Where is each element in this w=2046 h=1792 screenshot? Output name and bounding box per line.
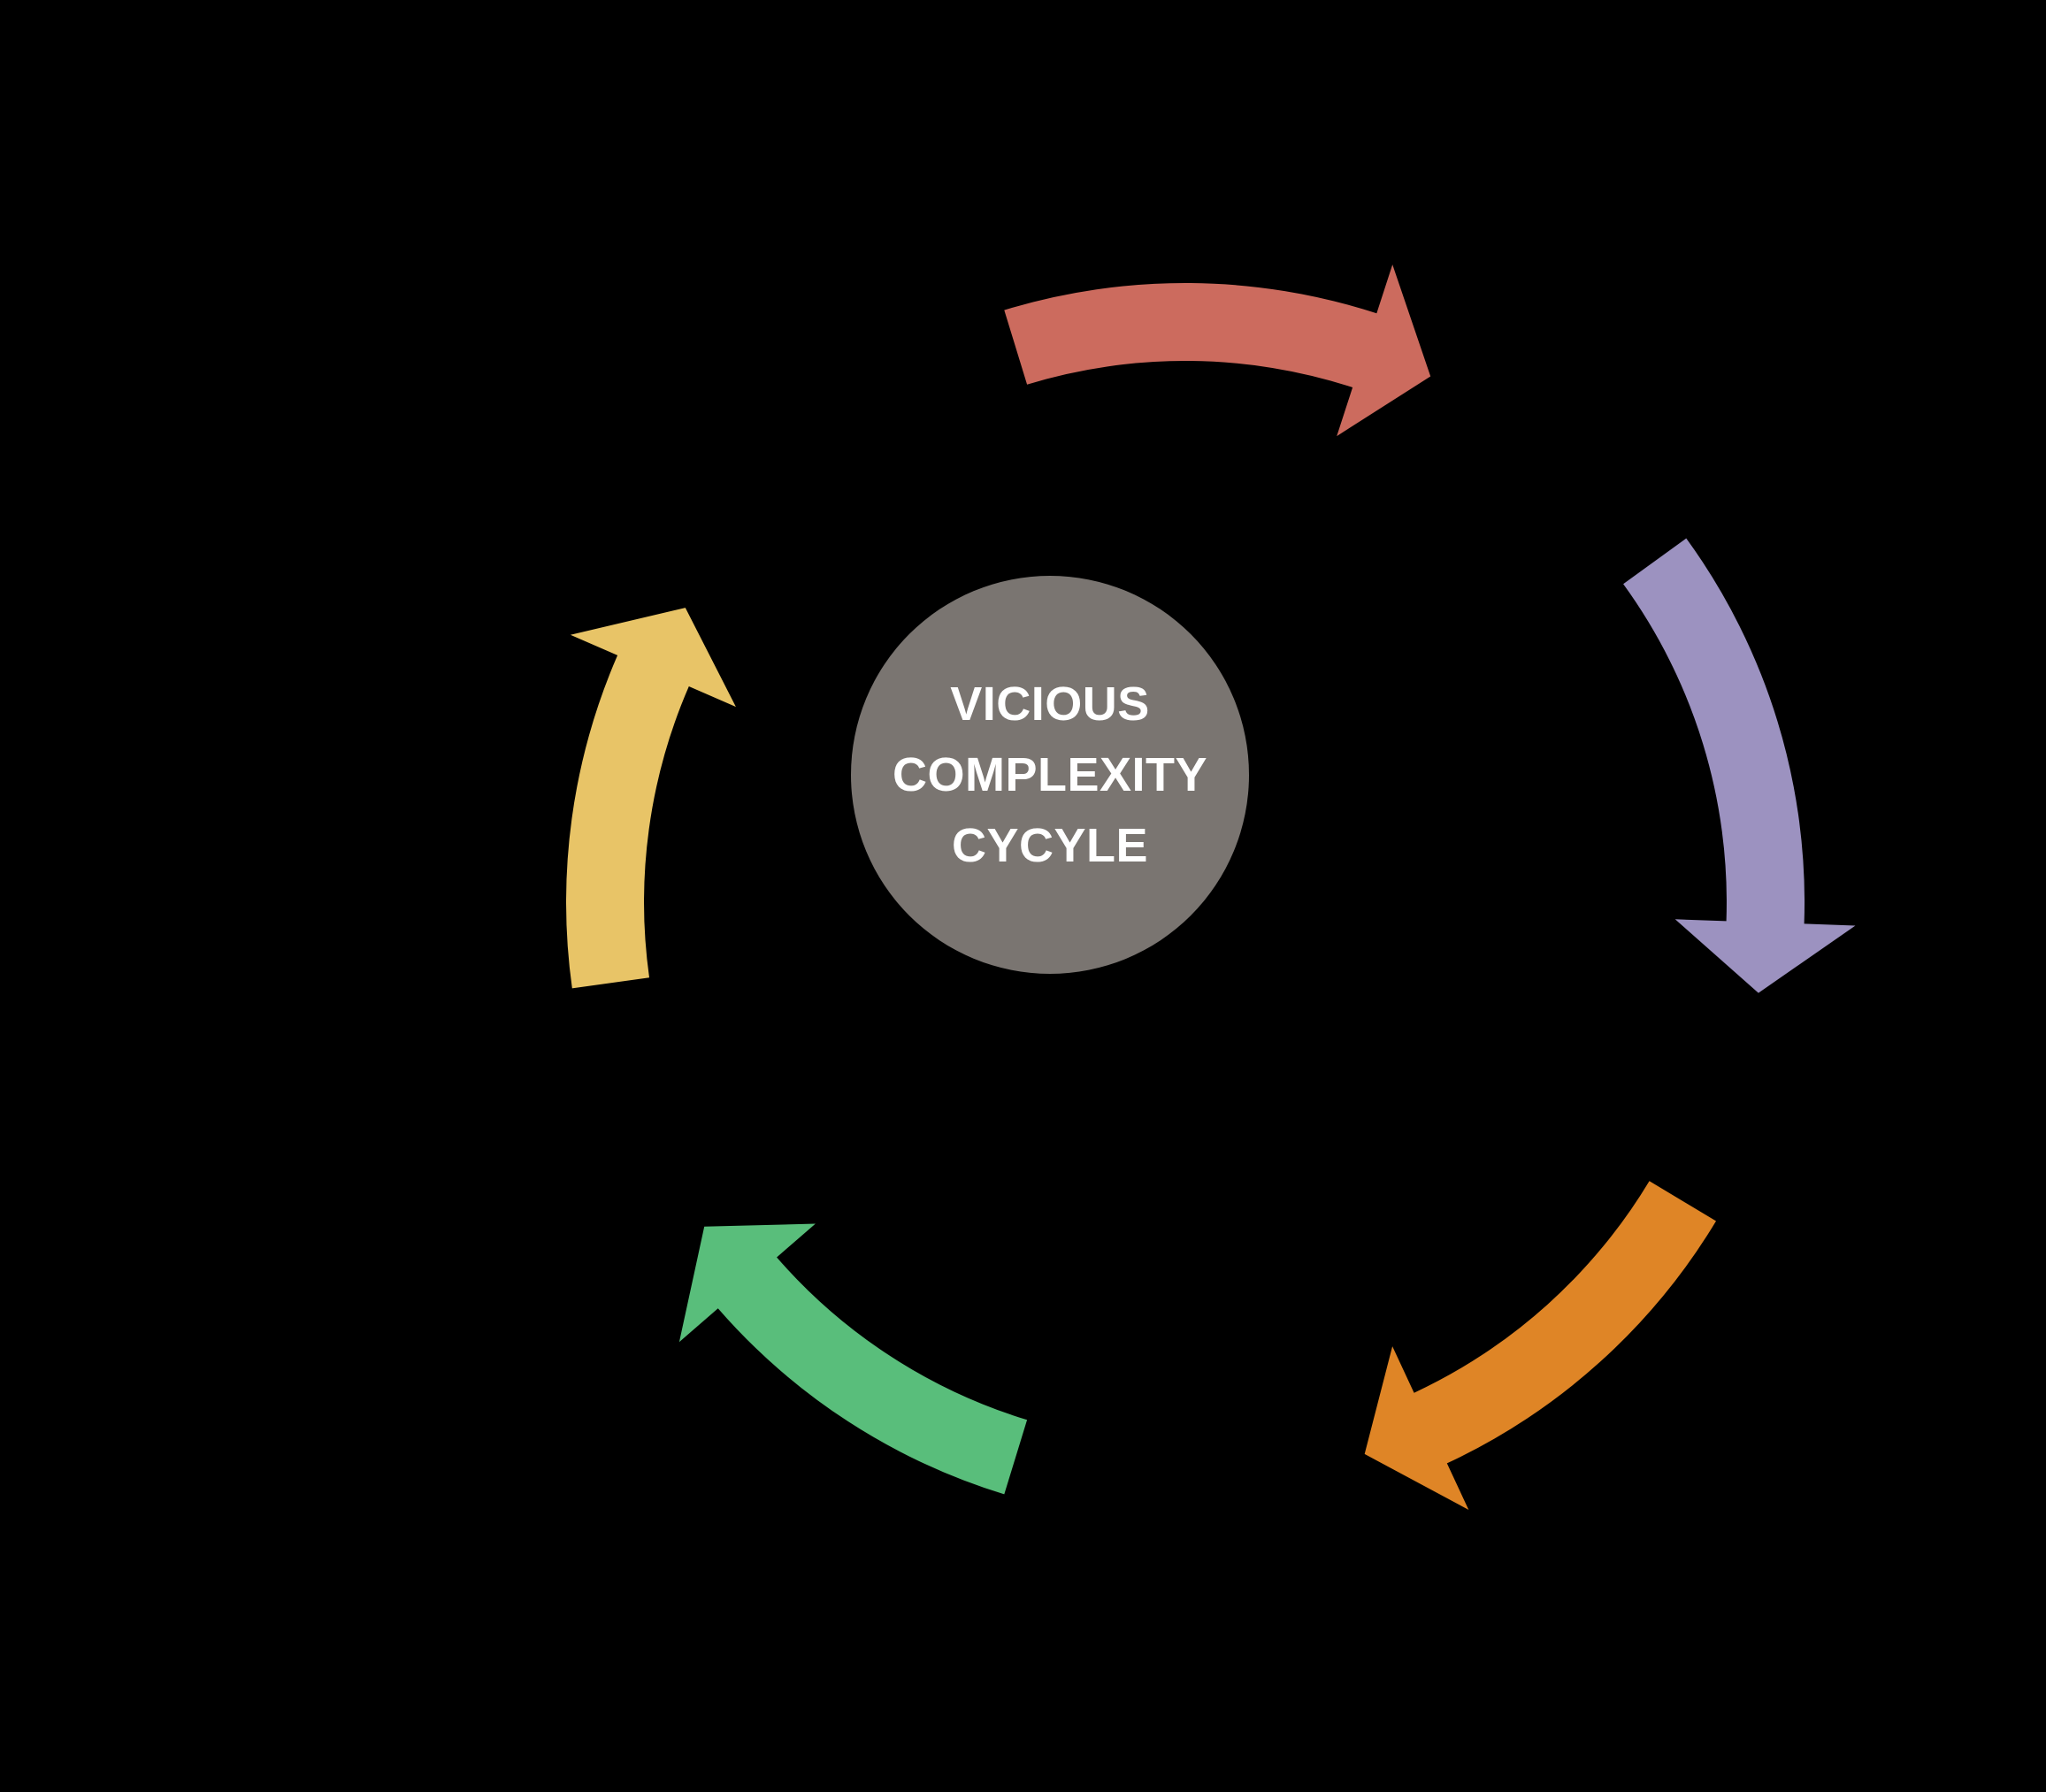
cycle-title-line-3: CYCYLE [951, 819, 1149, 872]
cycle-arrow-right [1623, 538, 1856, 993]
cycle-arrow-top [1004, 264, 1431, 437]
hub-circle [851, 576, 1249, 974]
cycle-arrow-left [566, 608, 736, 989]
cycle-title-line-2: COMPLEXITY [892, 748, 1208, 801]
cycle-title-line-1: VICIOUS [950, 678, 1150, 731]
cycle-arrow-bottom-left [678, 1223, 1028, 1495]
cycle-title: VICIOUS COMPLEXITY CYCYLE [820, 669, 1280, 881]
cycle-arrow-bottom-right [1364, 1181, 1716, 1510]
